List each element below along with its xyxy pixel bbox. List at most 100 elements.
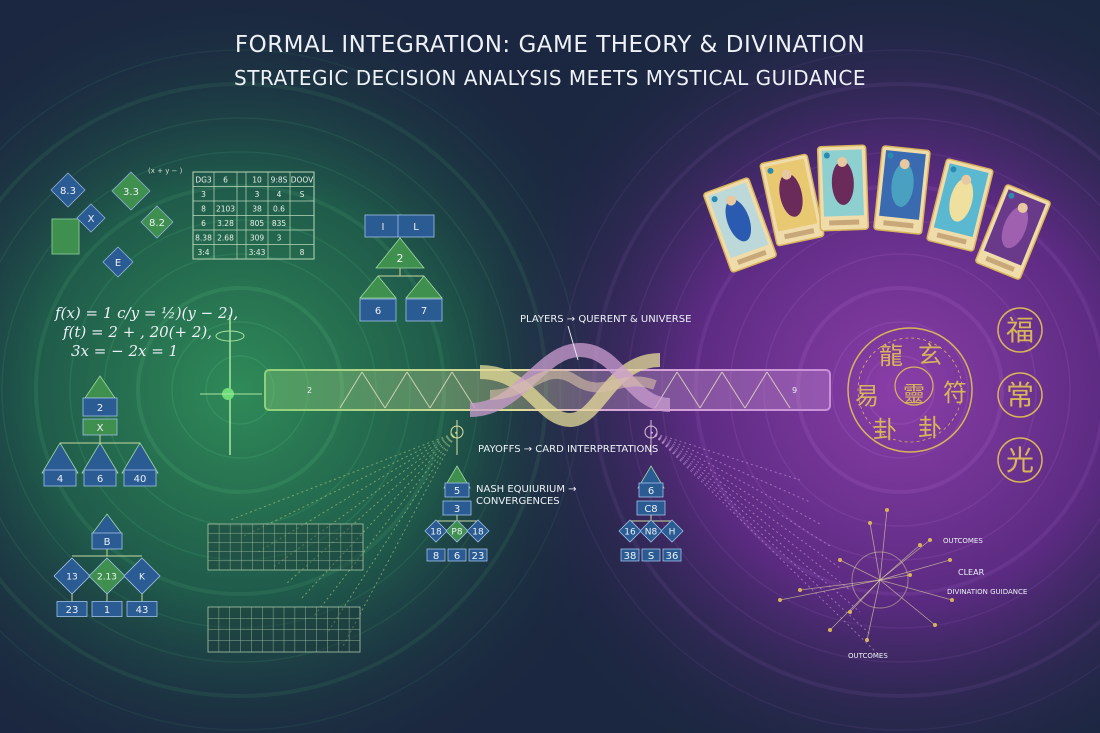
- projection-line: [229, 431, 458, 521]
- bridge-brace: [429, 371, 453, 409]
- decision-diamond: [111, 171, 151, 211]
- formula: 3x = − 2x = 1: [71, 342, 178, 360]
- tree-node-label: 3: [454, 504, 460, 515]
- purple-ring: [831, 321, 969, 459]
- tree-node: [662, 548, 682, 562]
- constellation-ray: [849, 579, 881, 613]
- tree-node-label: 7: [421, 306, 427, 317]
- tarot-card: [816, 144, 870, 232]
- bridge-brace: [676, 371, 701, 409]
- card-figure: [891, 163, 914, 207]
- bridge-brace: [406, 371, 431, 409]
- card-caption: [883, 220, 914, 229]
- formula: f(x) = 1 c/y = ½)(y − 2),: [54, 304, 238, 322]
- diamond-label: 8.3: [60, 186, 76, 197]
- tree-edge: [567, 325, 579, 361]
- bridge-brace: [766, 371, 791, 409]
- dial-ring: [215, 330, 245, 342]
- card-caption: [829, 219, 860, 226]
- constellation-star: [778, 598, 782, 602]
- tree-diamond: [639, 519, 663, 543]
- tarot-card: [926, 158, 994, 252]
- matrix-cell: 38: [252, 205, 262, 214]
- matrix-cell: 3:43: [249, 248, 266, 257]
- matrix-cell: 8: [201, 205, 206, 214]
- constellation-star: [798, 588, 802, 592]
- diamond-label: 8.2: [149, 218, 165, 229]
- card-head: [781, 169, 792, 180]
- constellation-ray: [879, 579, 953, 601]
- tree-diamond-label: K: [139, 573, 146, 583]
- outcomes-label: OUTCOMES: [848, 652, 888, 660]
- tree-node-label: 23: [472, 551, 485, 562]
- formula: f(t) = 2 + , 20(+ 2),: [62, 323, 212, 341]
- glyph-circle: [997, 372, 1043, 418]
- constellation-star: [838, 558, 842, 562]
- projection-line: [257, 431, 458, 553]
- matrix-cell: 6: [201, 219, 206, 228]
- tube-label: 9: [792, 386, 797, 395]
- seal-inner-ring: [857, 337, 963, 443]
- tree-node: [43, 469, 77, 487]
- tree-diamond: [618, 519, 642, 543]
- bridge-brace: [361, 371, 386, 409]
- matrix-cell: 9:8S: [271, 176, 288, 185]
- tree-diamond-label: 2.13: [97, 573, 117, 583]
- constellation-star: [908, 573, 912, 577]
- constellation-star: [868, 521, 872, 525]
- card-caption: [985, 256, 1015, 272]
- tree-diamond-label: P8: [451, 528, 462, 538]
- constellation-ray: [866, 579, 881, 641]
- tree-node-label: S: [648, 551, 654, 562]
- glyph-circle: [997, 307, 1043, 353]
- tree-node-label: 36: [666, 551, 679, 562]
- constellation-ray: [879, 579, 936, 626]
- twisted-band: [489, 369, 657, 400]
- matrix-cell: 0.6: [273, 205, 285, 214]
- bridge-brace: [451, 371, 476, 409]
- matrix-cell: 8.38: [195, 234, 212, 243]
- tarot-card: [759, 153, 825, 247]
- matrix-cell: DG3: [195, 176, 212, 185]
- constellation-star: [918, 543, 922, 547]
- card-number-icon: [1008, 192, 1015, 199]
- diamond-label: 3.3: [123, 187, 139, 198]
- projection-line: [285, 431, 458, 585]
- card-number-icon: [767, 167, 774, 174]
- tree-node: [397, 214, 435, 238]
- tree-node: [123, 469, 157, 487]
- matrix-cell: 3:4: [197, 248, 209, 257]
- constellation-ray: [879, 559, 951, 581]
- tree-node-label: 38: [624, 551, 637, 562]
- tree-node-label: X: [97, 423, 104, 434]
- matrix-cell: 6: [223, 176, 228, 185]
- tarot-card: [873, 145, 931, 235]
- decision-diamond: [50, 172, 86, 208]
- matrix-cell: 3.28: [217, 219, 234, 228]
- constellation-star: [928, 538, 932, 542]
- bridge-brace: [384, 371, 408, 409]
- tree-triangle: [359, 275, 397, 299]
- matrix-cell: 8: [300, 248, 305, 257]
- card-number-icon: [823, 152, 830, 159]
- clear-label: CLEAR: [958, 568, 985, 577]
- tree-node: [468, 548, 488, 562]
- card-caption: [936, 232, 967, 245]
- card-number-icon: [711, 196, 718, 203]
- tree-node-label: 6: [648, 486, 654, 497]
- seal-glyph: 符: [943, 379, 967, 407]
- constellation-star: [828, 628, 832, 632]
- column-glyph: 福: [1006, 314, 1034, 347]
- matrix-cell: 805: [250, 219, 265, 228]
- tree-node: [447, 548, 467, 562]
- column-glyph: 光: [1006, 444, 1034, 477]
- card-figure: [1001, 206, 1028, 249]
- guidance-label: DIVINATION GUIDANCE: [947, 588, 1027, 596]
- projection-line: [650, 431, 801, 481]
- tree-node-label: C8: [644, 504, 657, 515]
- card-number-icon: [950, 166, 957, 173]
- constellation-ray: [879, 544, 921, 581]
